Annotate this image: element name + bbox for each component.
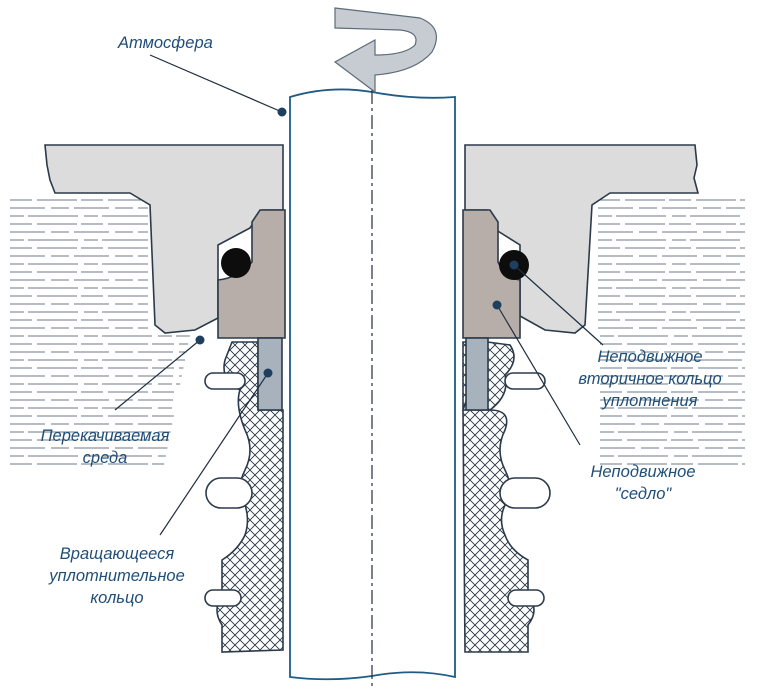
pumped-medium-right — [598, 199, 745, 465]
label-seat-1: Неподвижное — [590, 463, 695, 481]
label-secondary-ring-1: Неподвижное — [597, 348, 702, 366]
rotating-seal-ring-right — [465, 337, 489, 411]
pumped-medium-left — [10, 199, 190, 465]
spring-right — [499, 372, 551, 607]
label-rotating-ring-1: Вращающееся — [60, 545, 175, 563]
leader-dots — [195, 107, 519, 378]
spring-left — [204, 372, 253, 607]
label-rotating-ring-2: уплотнительное — [48, 567, 185, 585]
o-ring-icon — [221, 248, 251, 278]
leader-lines — [114, 54, 604, 536]
label-atmosphere: Атмосфера — [117, 34, 213, 52]
label-secondary-ring-3: уплотнения — [602, 392, 698, 410]
curved-arrow-icon — [333, 7, 438, 94]
label-secondary-ring-2: вторичное кольцо — [578, 370, 721, 388]
label-rotating-ring-3: кольцо — [90, 589, 143, 607]
bellows-right — [461, 341, 535, 653]
label-seat-2: "седло" — [615, 485, 673, 503]
label-pumped-medium-2: среда — [83, 449, 128, 467]
label-pumped-medium-1: Перекачиваемая — [41, 427, 170, 445]
